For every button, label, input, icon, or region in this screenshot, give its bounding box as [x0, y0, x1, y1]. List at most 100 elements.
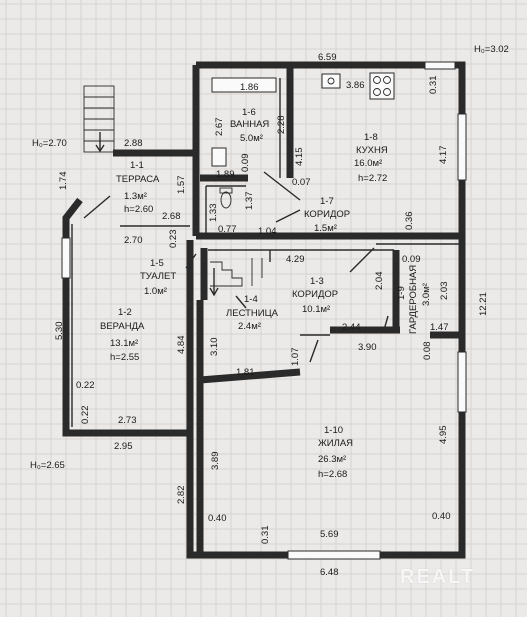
dim-kitchen-left: 4.15: [294, 148, 305, 167]
corridor-main-area: 10.1м²: [302, 304, 330, 315]
toilet-tank: [219, 187, 233, 194]
dim-corr-1-07: 1.07: [290, 348, 301, 367]
living-area: 26.3м²: [318, 454, 346, 465]
dim-terrace-left: 1.74: [58, 172, 69, 191]
stove-burner-1: [373, 76, 381, 84]
dim-living-width: 5.69: [320, 529, 339, 540]
corridor-arrow: [275, 209, 301, 223]
dim-veranda-bottom: 2.73: [118, 415, 137, 426]
dim-bottom-2-95: 2.95: [114, 441, 133, 452]
veranda-area: 13.1м²: [110, 338, 138, 349]
terrace-arrow: [83, 195, 111, 219]
dim-c7: 1.04: [258, 226, 277, 237]
dim-veranda-0-22b: 0.22: [80, 406, 91, 425]
dim-ward-top: 0.09: [402, 254, 421, 265]
living-name: ЖИЛАЯ: [318, 438, 353, 449]
corr-arrow-2: [349, 247, 375, 273]
corridor-small-num: 1-7: [320, 196, 334, 207]
dim-kitchen-bottom-right: 0.36: [404, 212, 415, 231]
staircase-num: 1-4: [244, 294, 258, 305]
ward-arrow: [383, 315, 389, 331]
dim-ward-height: 2.03: [439, 282, 450, 301]
staircase-name: ЛЕСТНИЦА: [226, 308, 279, 319]
level-left-top: H₀=2.70: [32, 138, 67, 149]
toilet-bowl: [220, 191, 232, 209]
dim-bath-right: 2.28: [276, 116, 287, 135]
level-left-bottom: H₀=2.65: [30, 460, 65, 471]
dimension-labels: 6.59 1.86 3.86 0.31 2.67 2.28 4.15 4.17 …: [54, 52, 489, 578]
bathtub: [211, 77, 277, 93]
dim-veranda-right: 4.84: [176, 336, 187, 355]
sink-bowl: [327, 77, 335, 85]
terrace-name: ТЕРРАСА: [116, 174, 160, 185]
dim-ward-1-47: 1.47: [430, 322, 449, 333]
bathroom-area: 5.0м²: [240, 133, 263, 144]
dim-living-0-31: 0.31: [260, 526, 271, 545]
wall-living-top: [199, 368, 301, 384]
room-labels: 1-1 ТЕРРАСА 1.3м² h=2.60 1-2 ВЕРАНДА 13.…: [100, 107, 432, 480]
dim-c5: 0.23: [168, 230, 179, 249]
dim-bath-width: 1.86: [240, 82, 259, 93]
kitchen-name: КУХНЯ: [356, 145, 388, 156]
dim-c4: 1.33: [208, 204, 219, 223]
dim-veranda-0-22a: 0.22: [76, 380, 95, 391]
kitchen-height: h=2.72: [358, 173, 387, 184]
living-window-right: [457, 351, 467, 413]
dim-c1: 0.09: [240, 154, 251, 173]
dim-c2: 0.07: [292, 177, 311, 188]
toilet-arrow: [185, 253, 197, 269]
veranda-outer-wall: [62, 197, 190, 437]
interior-stair: [209, 258, 263, 297]
kitchen-area: 16.0м²: [354, 158, 382, 169]
interior-lines: [61, 61, 467, 560]
veranda-name: ВЕРАНДА: [100, 321, 145, 332]
terrace-num: 1-1: [130, 160, 144, 171]
veranda-height: h=2.55: [110, 352, 139, 363]
corridor-main-name: КОРИДОР: [292, 289, 338, 300]
dim-living-0-40a: 0.40: [208, 513, 227, 524]
terrace-area: 1.3м²: [124, 191, 147, 202]
dim-bottom-left-2-82: 2.82: [176, 486, 187, 505]
level-top-right: H₀=3.02: [474, 44, 509, 55]
living-num: 1-10: [324, 425, 343, 436]
dim-overall-right: 12.21: [478, 292, 489, 316]
veranda-window: [61, 237, 71, 279]
stove-burner-3: [373, 88, 381, 96]
toilet-area: 1.0м²: [144, 286, 167, 297]
wardrobe-num: 1-9: [396, 286, 407, 300]
dim-corr-2-44: 2.44: [342, 322, 361, 333]
dim-corr-2-04: 2.04: [374, 272, 385, 291]
dim-c3: 1.37: [244, 192, 255, 211]
dim-living-0-40b: 0.40: [432, 511, 451, 522]
terrace-height: h=2.60: [124, 204, 153, 215]
dim-c6: 0.77: [218, 224, 237, 235]
toilet-name: ТУАЛЕТ: [140, 271, 176, 282]
living-window-bottom: [287, 550, 381, 560]
wardrobe-name: ГАРДЕРОБНАЯ: [408, 265, 419, 334]
terrace-steps: [83, 85, 115, 153]
stair-arrow: [235, 295, 247, 309]
corridor-small-name: КОРИДОР: [304, 209, 350, 220]
main-outer-wall: [186, 61, 466, 559]
dim-bottom-overall: 6.48: [320, 567, 339, 578]
veranda-num: 1-2: [118, 307, 132, 318]
kitchen-window-top: [424, 61, 456, 70]
dim-ward-0-08: 0.08: [422, 342, 433, 361]
dim-stair-right: 4.29: [286, 254, 305, 265]
dim-veranda-top: 2.70: [124, 235, 143, 246]
dim-kitchen-right: 4.17: [438, 146, 449, 165]
dim-kitchen-right-top: 0.31: [428, 76, 439, 95]
dim-living-left: 3.89: [210, 452, 221, 471]
kitchen-sink: [321, 73, 341, 89]
bathroom-num: 1-6: [242, 107, 256, 118]
kitchen-window-right: [457, 113, 467, 181]
wardrobe-area: 3.0м²: [421, 283, 432, 306]
dim-terrace-right: 1.57: [176, 176, 187, 195]
dim-living-1-81: 1.81: [236, 367, 255, 378]
living-height: h=2.68: [318, 469, 347, 480]
dim-bath-left: 2.67: [214, 118, 225, 137]
living-arrow: [309, 339, 319, 363]
kitchen-stove: [369, 72, 395, 100]
realt-watermark: REALT: [400, 566, 476, 588]
